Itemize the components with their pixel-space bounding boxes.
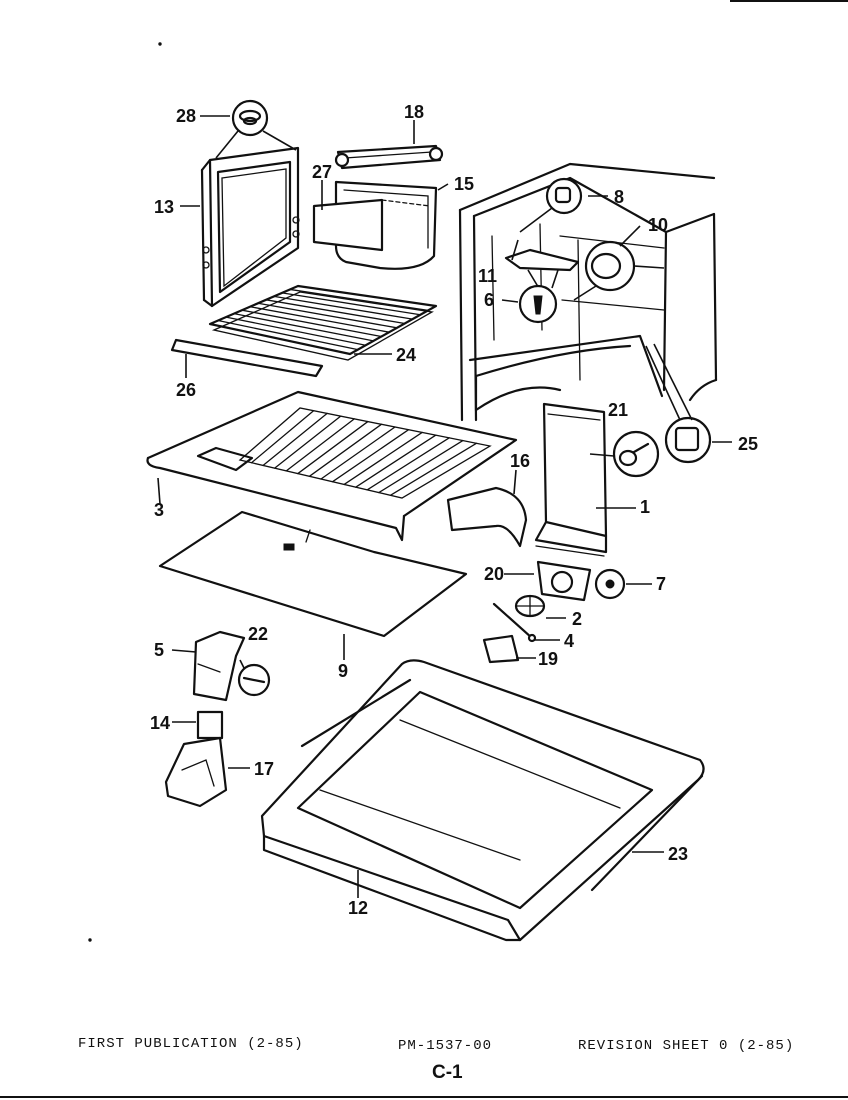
part-2-fan-blade xyxy=(514,594,546,618)
part-22-clip xyxy=(237,659,271,697)
part-10-light-bulb xyxy=(573,240,665,301)
callout-labels: 1 2 3 4 5 6 7 8 9 10 11 12 13 14 15 16 1… xyxy=(150,102,758,918)
part-21-fitting xyxy=(589,430,660,478)
callout-19: 19 xyxy=(538,649,558,669)
refrigerator-cabinet xyxy=(458,162,718,422)
callout-9: 9 xyxy=(338,661,348,681)
callout-8: 8 xyxy=(614,187,624,207)
part-8-light-socket xyxy=(519,177,583,233)
shelf-wire xyxy=(285,418,355,472)
callout-22: 22 xyxy=(248,624,268,644)
shelf-wire xyxy=(281,292,422,316)
part-14-bracket xyxy=(196,710,224,740)
shelf-wire xyxy=(250,410,315,464)
callout-28: 28 xyxy=(176,106,196,126)
callout-23: 23 xyxy=(668,844,688,864)
shelf-wire xyxy=(262,412,328,467)
callout-3: 3 xyxy=(154,500,164,520)
shelf-wire xyxy=(241,309,382,338)
part-1-evaporator-cover xyxy=(534,402,608,557)
shelf-wire xyxy=(257,302,398,329)
part-16-duct xyxy=(446,486,528,548)
shelf-wire xyxy=(225,316,367,346)
callout-10: 10 xyxy=(648,215,668,235)
callout-12: 12 xyxy=(348,898,368,918)
part-15-bin xyxy=(334,180,438,270)
footer-revision: REVISION SHEET 0 (2-85) xyxy=(578,1038,795,1054)
shelf-wire xyxy=(249,306,390,333)
callout-20: 20 xyxy=(484,564,504,584)
shelf-wire xyxy=(217,319,359,351)
callout-6: 6 xyxy=(484,290,494,310)
footer-publication: FIRST PUBLICATION (2-85) xyxy=(78,1036,304,1052)
part-28-knob xyxy=(215,99,297,159)
top-border-rule xyxy=(730,0,848,2)
part-25-connector xyxy=(645,343,712,464)
footer-part-number: PM-1537-00 xyxy=(398,1038,493,1054)
shelf-wire xyxy=(274,415,342,469)
callout-5: 5 xyxy=(154,640,164,660)
callout-2: 2 xyxy=(572,609,582,629)
part-5-bucket xyxy=(192,630,246,702)
shelf-wire xyxy=(331,429,410,483)
part-23-rod xyxy=(300,678,704,892)
speck-dot xyxy=(88,938,92,942)
shelf-wire xyxy=(355,434,437,488)
shelf-wire xyxy=(343,431,423,486)
part-3-ribs xyxy=(250,410,478,496)
sheet-number: C-1 xyxy=(432,1062,463,1083)
callout-21: 21 xyxy=(608,400,628,420)
part-3-shelf xyxy=(146,390,518,542)
part-24-wire-shelf xyxy=(208,284,438,361)
part-11-light-shield xyxy=(504,248,580,291)
part-4-fan-shaft xyxy=(492,602,537,643)
part-6-switch xyxy=(518,284,558,324)
callout-27: 27 xyxy=(312,162,332,182)
bottom-border-rule xyxy=(0,1096,848,1098)
shelf-wire xyxy=(289,288,429,312)
callout-11: 11 xyxy=(478,266,497,286)
speck-dot xyxy=(158,42,162,46)
shelf-wire xyxy=(233,312,375,342)
part-19-fan-motor xyxy=(482,634,520,664)
callout-25: 25 xyxy=(738,434,758,454)
shelf-wire xyxy=(320,426,396,480)
callout-18: 18 xyxy=(404,102,424,122)
shelf-wire xyxy=(308,423,383,477)
callout-4: 4 xyxy=(564,631,574,651)
shelf-wire xyxy=(378,439,464,494)
callout-24: 24 xyxy=(396,345,416,365)
part-24-wires xyxy=(217,288,429,351)
shelf-wire xyxy=(265,299,406,325)
callout-13: 13 xyxy=(154,197,174,217)
part-20-fan-bracket xyxy=(536,560,592,602)
part-13-door-frame xyxy=(200,146,300,308)
part-27-insert xyxy=(312,198,431,252)
shelf-wire xyxy=(366,437,450,491)
leader-lines xyxy=(157,115,732,898)
shelf-wire xyxy=(389,442,478,496)
callout-17: 17 xyxy=(254,759,274,779)
callout-26: 26 xyxy=(176,380,196,400)
callout-15: 15 xyxy=(454,174,474,194)
shelf-wire xyxy=(297,420,369,475)
callout-16: 16 xyxy=(510,451,530,471)
callout-14: 14 xyxy=(150,713,170,733)
part-18-door-rail xyxy=(334,144,444,170)
part-12-base-tray xyxy=(260,659,705,942)
part-26-shelf-trim xyxy=(170,338,324,378)
part-17-chute xyxy=(164,736,228,808)
callout-1: 1 xyxy=(640,497,650,517)
part-7-grommet xyxy=(594,568,626,600)
callout-7: 7 xyxy=(656,574,666,594)
shelf-wire xyxy=(273,295,414,320)
part-9-panel xyxy=(158,510,468,638)
